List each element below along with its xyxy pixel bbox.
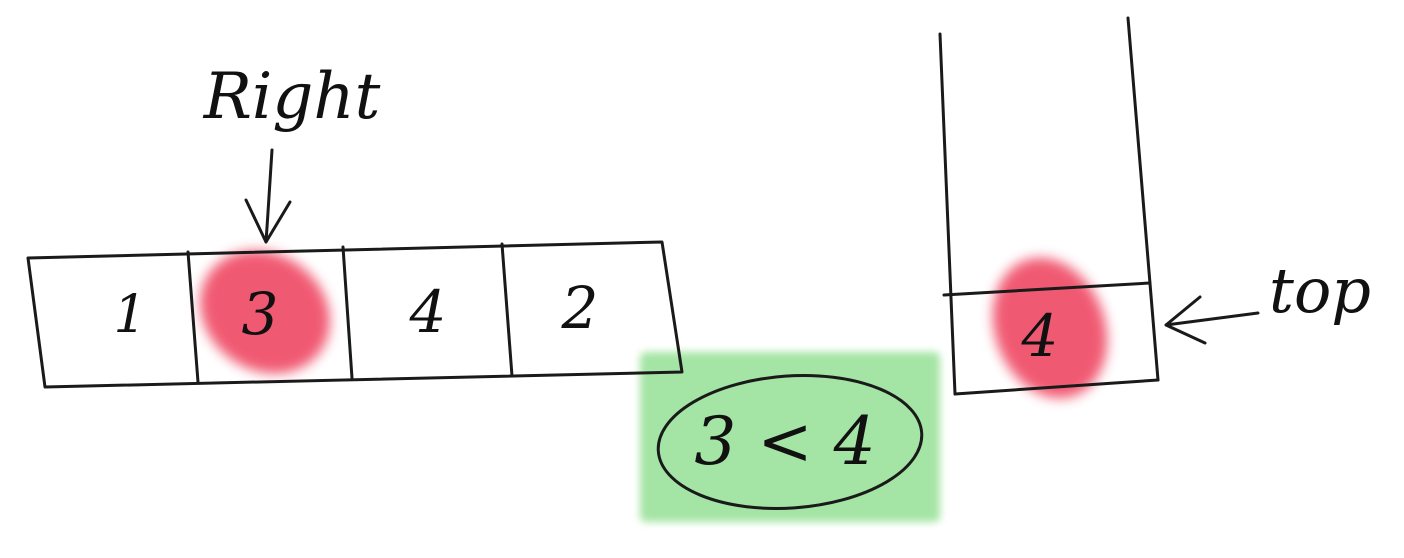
right-pointer: Right — [203, 60, 381, 244]
comparison-text: 3 < 4 — [694, 403, 875, 480]
highlights — [200, 250, 1108, 522]
array-divider — [186, 250, 200, 384]
array-outline — [26, 240, 684, 389]
top-pointer: top — [1164, 254, 1371, 345]
left-arrow-icon — [1164, 295, 1260, 345]
stack-right-wall — [1126, 16, 1160, 382]
array-cell-value: 2 — [561, 274, 599, 342]
comparison: 3 < 4 — [656, 374, 924, 510]
stack-bottom — [953, 378, 1160, 396]
array-divider — [341, 245, 354, 380]
right-pointer-label: Right — [203, 60, 381, 134]
stack-cell-divider — [942, 281, 1152, 297]
top-pointer-label: top — [1269, 254, 1371, 327]
comparison-green-highlight — [640, 352, 940, 522]
stack-cell-highlight — [992, 257, 1108, 399]
array-cell-value: 1 — [113, 285, 146, 345]
array-cell-value: 3 — [242, 280, 279, 348]
array: 1 3 4 2 — [26, 240, 684, 389]
comparison-ellipse — [656, 374, 924, 510]
array-cell-highlight — [200, 250, 330, 374]
array-cell-value: 4 — [409, 278, 447, 346]
stack-cell-value: 4 — [1021, 302, 1059, 370]
array-divider — [500, 242, 514, 378]
stack-left-wall — [938, 32, 957, 396]
down-arrow-icon — [244, 148, 292, 244]
stack: 4 — [938, 16, 1160, 396]
